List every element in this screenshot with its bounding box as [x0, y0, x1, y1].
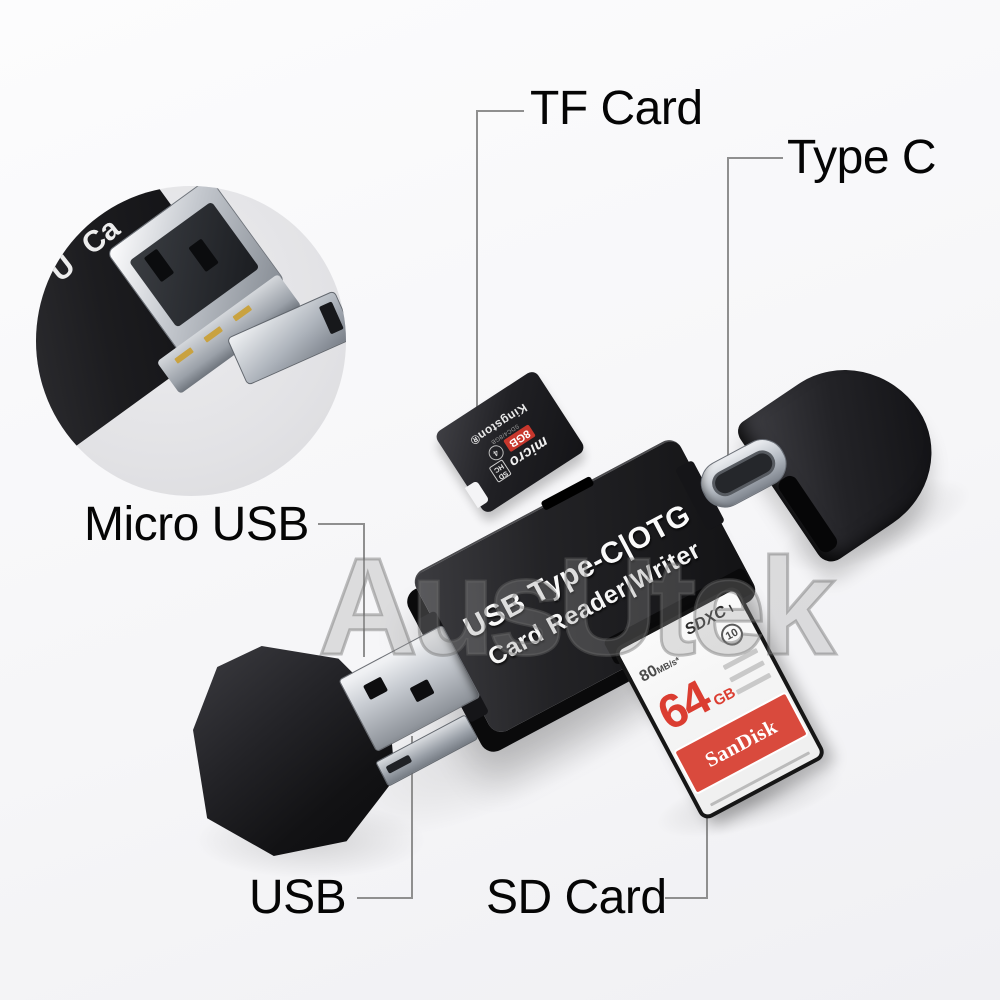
callout-line-type-c — [727, 157, 783, 159]
callout-line-usb — [411, 736, 413, 899]
label-sd-card: SD Card — [486, 871, 667, 924]
label-usb: USB — [249, 871, 347, 924]
callout-line-type-c — [727, 157, 729, 489]
callout-line-usb — [357, 897, 413, 899]
watermark: AusUtek — [317, 530, 838, 684]
label-type-c: Type C — [787, 131, 937, 184]
micro-usb-connector-slot — [385, 754, 413, 774]
gold-pin — [174, 347, 194, 364]
usb-a-slot — [188, 238, 219, 273]
callout-line-micro-usb — [318, 523, 365, 525]
callout-line-sd-card — [665, 897, 708, 899]
gold-pin — [203, 326, 224, 343]
callout-line-tf-card — [476, 110, 524, 112]
label-tf-card: TF Card — [530, 82, 703, 135]
callout-line-sd-card — [706, 781, 708, 899]
usb-a-slot — [143, 248, 175, 283]
gold-pin — [232, 304, 253, 322]
callout-line-tf-card — [476, 110, 478, 420]
sandisk-wordmark: SanDisk — [700, 713, 781, 772]
micro-usb-slot — [318, 301, 344, 335]
magnifier-inset-circle: Ca U — [36, 186, 346, 496]
label-micro-usb: Micro USB — [84, 498, 309, 551]
callout-line-micro-usb — [363, 523, 365, 657]
type-c-connector-slot — [707, 445, 780, 501]
